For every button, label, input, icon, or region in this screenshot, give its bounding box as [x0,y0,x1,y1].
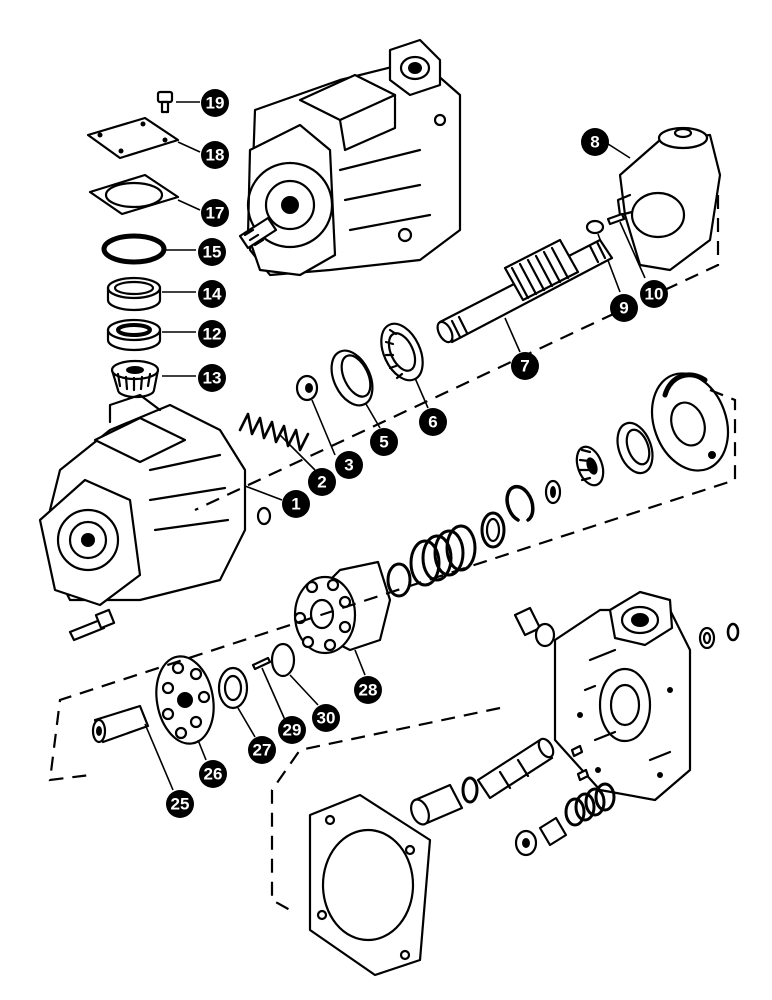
plug-bolt-right [513,606,556,648]
svg-text:12: 12 [203,325,222,344]
callout-10: 10 [640,280,668,308]
bearing-cup-right [616,421,654,475]
svg-text:25: 25 [171,795,190,814]
callout-12: 12 [198,320,226,348]
callout-7: 7 [511,352,539,380]
ring-center-left [386,562,412,598]
callout-26: 26 [199,760,227,788]
part-25-pivot-pin [91,704,174,791]
callout-1: 1 [282,490,310,518]
washer-right [544,479,562,505]
callout-19: 19 [201,89,229,117]
part-17-gasket [88,173,201,216]
mounting-gasket [308,793,432,977]
callout-6: 6 [419,408,447,436]
part-12-seal [106,318,196,352]
svg-text:13: 13 [203,369,222,388]
part-3-spring-seat [295,374,336,456]
callout-29: 29 [278,716,306,744]
svg-text:26: 26 [204,765,223,784]
svg-text:9: 9 [619,299,628,318]
callout-28: 28 [354,676,382,704]
washer-center [480,511,506,549]
svg-text:7: 7 [520,357,529,376]
callout-2: 2 [308,468,336,496]
svg-text:2: 2 [317,473,326,492]
part-19-bolt [156,90,200,114]
part-29-pin [251,656,286,721]
svg-text:30: 30 [317,709,336,728]
bolt-lower-left [68,608,116,642]
callout-9: 9 [610,294,638,322]
svg-text:5: 5 [379,433,388,452]
callout-27: 27 [248,736,276,764]
part-15-o-ring [101,233,196,265]
part-8-swashplate [604,126,722,272]
callout-17: 17 [201,199,229,227]
svg-text:6: 6 [428,413,437,432]
roller-bearing-right [575,445,605,487]
assembled-pump-top [238,38,462,277]
part-10-pin [606,212,646,279]
svg-text:18: 18 [206,146,225,165]
svg-text:1: 1 [291,495,300,514]
part-7-drive-shaft [436,238,614,353]
part-30-bushing [270,642,319,706]
callout-18: 18 [201,141,229,169]
part-2-spring [238,412,316,471]
callout-14: 14 [198,280,226,308]
snap-ring-right [505,484,535,522]
small-seals-right [698,622,740,650]
svg-text:10: 10 [645,285,664,304]
callout-15: 15 [198,238,226,266]
svg-text:19: 19 [206,94,225,113]
part-1-pump-housing [38,393,283,607]
part-13-tapered-bearing [110,359,196,399]
svg-text:14: 14 [203,285,222,304]
part-18-cover-plate [86,116,201,160]
svg-text:27: 27 [253,741,272,760]
part-28-cylinder-block [293,560,392,676]
valve-sleeve [410,776,479,826]
callout-25: 25 [166,790,194,818]
callout-3: 3 [335,451,363,479]
end-cover [553,590,692,802]
callout-5: 5 [370,428,398,456]
spring-center [409,524,477,587]
dashed-group-lines [48,195,737,911]
spring-seat-lower [514,744,590,857]
part-14-bearing-cup [106,276,196,312]
part-27-spherical-washer [217,666,256,738]
part-5-bearing-cup [330,349,381,429]
svg-text:15: 15 [203,243,222,262]
control-valve-spool [476,737,555,800]
spring-lower-right [564,782,616,827]
svg-text:3: 3 [344,456,353,475]
svg-text:8: 8 [590,133,599,152]
callout-8: 8 [581,128,609,156]
part-26-retainer-plate [155,655,215,761]
valve-plate [650,372,730,472]
part-6-bearing [380,322,429,409]
callout-30: 30 [312,704,340,732]
svg-text:28: 28 [359,681,378,700]
svg-text:17: 17 [206,204,225,223]
svg-text:29: 29 [283,721,302,740]
callout-13: 13 [198,364,226,392]
